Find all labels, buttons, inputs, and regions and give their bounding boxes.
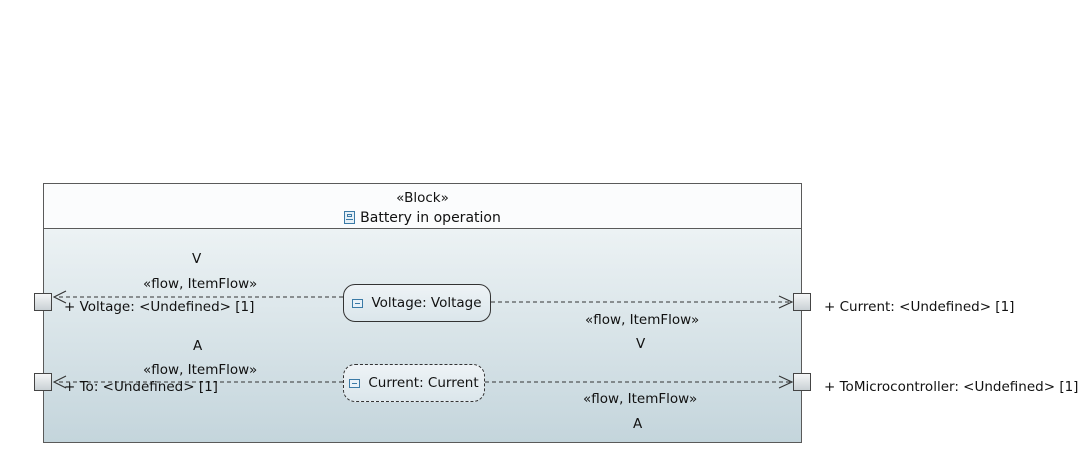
arrowhead-left (52, 290, 67, 304)
port-current[interactable] (793, 293, 811, 311)
block-icon (344, 211, 356, 224)
port-current-label: + Current: <Undefined> [1] (824, 299, 1015, 315)
flow-stereotype-label: «flow, ItemFlow» (585, 312, 700, 328)
flow-stereotype-label: «flow, ItemFlow» (583, 391, 698, 407)
port-to-label: + To: <Undefined> [1] (64, 379, 218, 395)
arrowhead-right (778, 375, 794, 389)
flow-item-label: V (636, 336, 646, 352)
flow-item-label: A (633, 416, 643, 432)
part-current[interactable]: Current: Current (343, 364, 485, 402)
port-to[interactable] (34, 373, 52, 391)
flow-stereotype-label: «flow, ItemFlow» (143, 276, 258, 292)
part-icon (352, 298, 364, 308)
block-title: Battery in operation (360, 210, 501, 226)
flow-item-label: A (193, 338, 203, 354)
arrowhead-left (52, 375, 67, 389)
arrowhead-right (778, 295, 794, 309)
port-voltage[interactable] (34, 293, 52, 311)
block-title-row: Battery in operation (44, 210, 801, 226)
part-voltage[interactable]: Voltage: Voltage (343, 284, 491, 322)
port-voltage-label: + Voltage: <Undefined> [1] (64, 299, 255, 315)
port-to-microcontroller-label: + ToMicrocontroller: <Undefined> [1] (824, 379, 1079, 395)
part-icon (349, 378, 361, 388)
port-to-microcontroller[interactable] (793, 373, 811, 391)
block-stereotype: «Block» (396, 190, 449, 206)
flow-stereotype-label: «flow, ItemFlow» (143, 362, 258, 378)
flow-item-label: V (192, 251, 202, 267)
block-header: «Block» Battery in operation (44, 184, 801, 229)
part-voltage-label: Voltage: Voltage (371, 295, 482, 311)
part-current-label: Current: Current (368, 375, 479, 391)
